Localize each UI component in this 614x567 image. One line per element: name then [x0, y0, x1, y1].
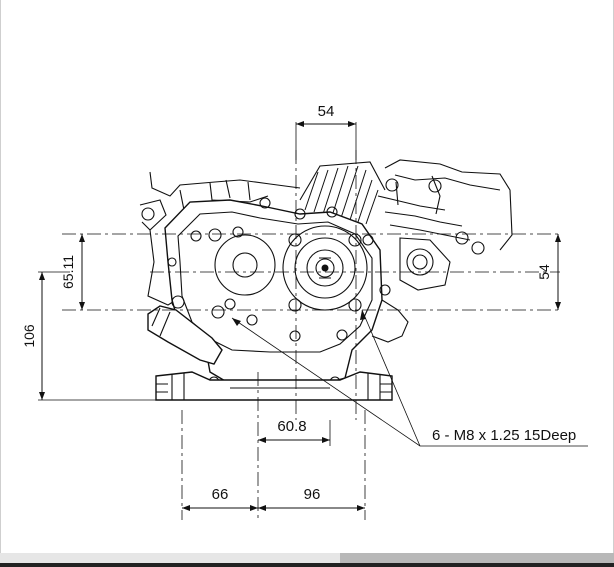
dimension-bottom-right: 96: [304, 486, 321, 503]
engine-outline: [139, 159, 513, 401]
dimension-lines: [38, 121, 588, 511]
thread-callout: 6 - M8 x 1.25 15Deep: [432, 427, 576, 444]
page-left-border: [0, 0, 1, 553]
dimension-top-width: 54: [318, 103, 335, 120]
centre-lines: [62, 150, 560, 520]
mounting-base: [155, 371, 393, 401]
cylinder-fins: [299, 161, 386, 225]
dimension-right-height: 54: [536, 264, 552, 280]
oil-filler: [147, 305, 223, 365]
footer-strip: [0, 563, 614, 567]
upper-right-housing: [377, 159, 513, 291]
dimension-center-offset: 60.8: [277, 418, 306, 435]
dimension-bottom-left: 66: [212, 486, 229, 503]
dimension-left-vertical: 65.11: [60, 255, 76, 289]
dimension-left-height: 106: [21, 324, 37, 348]
